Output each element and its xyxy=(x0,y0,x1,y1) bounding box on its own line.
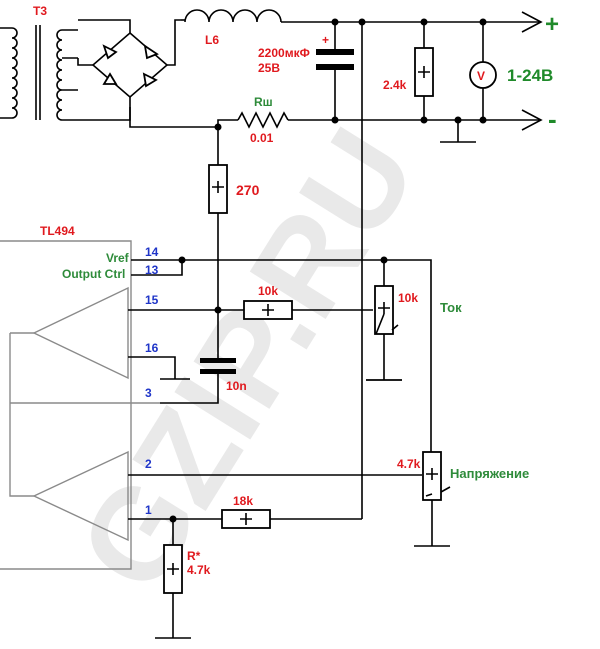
transformer-t3 xyxy=(0,25,78,121)
inductor-label: L6 xyxy=(205,33,219,47)
vref-label: Vref xyxy=(106,251,130,265)
ground-output xyxy=(440,120,476,143)
resistor-r-star xyxy=(155,519,191,639)
plus-terminal-sign: + xyxy=(545,11,559,38)
capacitor-2200uf xyxy=(316,22,354,120)
potentiometer-4k7-voltage xyxy=(414,451,451,547)
resistor-18k xyxy=(221,509,271,529)
voltmeter-label: V xyxy=(477,69,485,83)
shunt-resistor xyxy=(237,111,289,129)
pot-4k7-label: 4.7k xyxy=(397,457,421,471)
cap-polarity: + xyxy=(322,33,329,47)
r-bleed-label: 2.4k xyxy=(383,78,407,92)
pin-13: 13 xyxy=(145,263,159,277)
pin-2: 2 xyxy=(145,457,152,471)
potentiometer-10k-current xyxy=(366,260,402,381)
voltmeter xyxy=(469,22,497,120)
voltage-control-label: Напряжение xyxy=(450,466,529,481)
pin-15: 15 xyxy=(145,293,159,307)
r-270-label: 270 xyxy=(236,182,260,198)
r-18k-label: 18k xyxy=(233,494,253,508)
resistor-2k4 xyxy=(414,22,434,120)
pin-1: 1 xyxy=(145,503,152,517)
pin-14: 14 xyxy=(145,245,159,259)
ic-name-label: TL494 xyxy=(40,224,75,238)
pot-10k-label: 10k xyxy=(398,291,418,305)
transformer-label: T3 xyxy=(33,4,47,18)
cap-voltage-label: 25В xyxy=(258,61,280,75)
tl494-ic xyxy=(0,240,160,570)
inductor-l6 xyxy=(181,9,541,23)
r-star-value-label: 4.7k xyxy=(187,563,211,577)
r-10k-label: 10k xyxy=(258,284,278,298)
bridge-rectifier xyxy=(77,19,181,121)
cap-value-label: 2200мкФ xyxy=(258,46,310,60)
output-range-label: 1-24В xyxy=(507,66,553,85)
ground-pin16 xyxy=(128,356,190,380)
current-control-label: Ток xyxy=(440,300,462,315)
output-ctrl-label: Output Ctrl xyxy=(62,267,125,281)
pin-3: 3 xyxy=(145,386,152,400)
minus-terminal-sign: - xyxy=(548,104,557,134)
shunt-value-label: 0.01 xyxy=(250,131,274,145)
resistor-270 xyxy=(208,127,228,310)
output-plus-arrow xyxy=(521,11,543,33)
pin-16: 16 xyxy=(145,341,159,355)
resistor-10k xyxy=(243,300,293,320)
capacitor-10n xyxy=(160,310,236,404)
r-star-label: R* xyxy=(187,549,201,563)
shunt-name-label: Rш xyxy=(254,95,273,109)
cap-10n-label: 10n xyxy=(226,379,247,393)
